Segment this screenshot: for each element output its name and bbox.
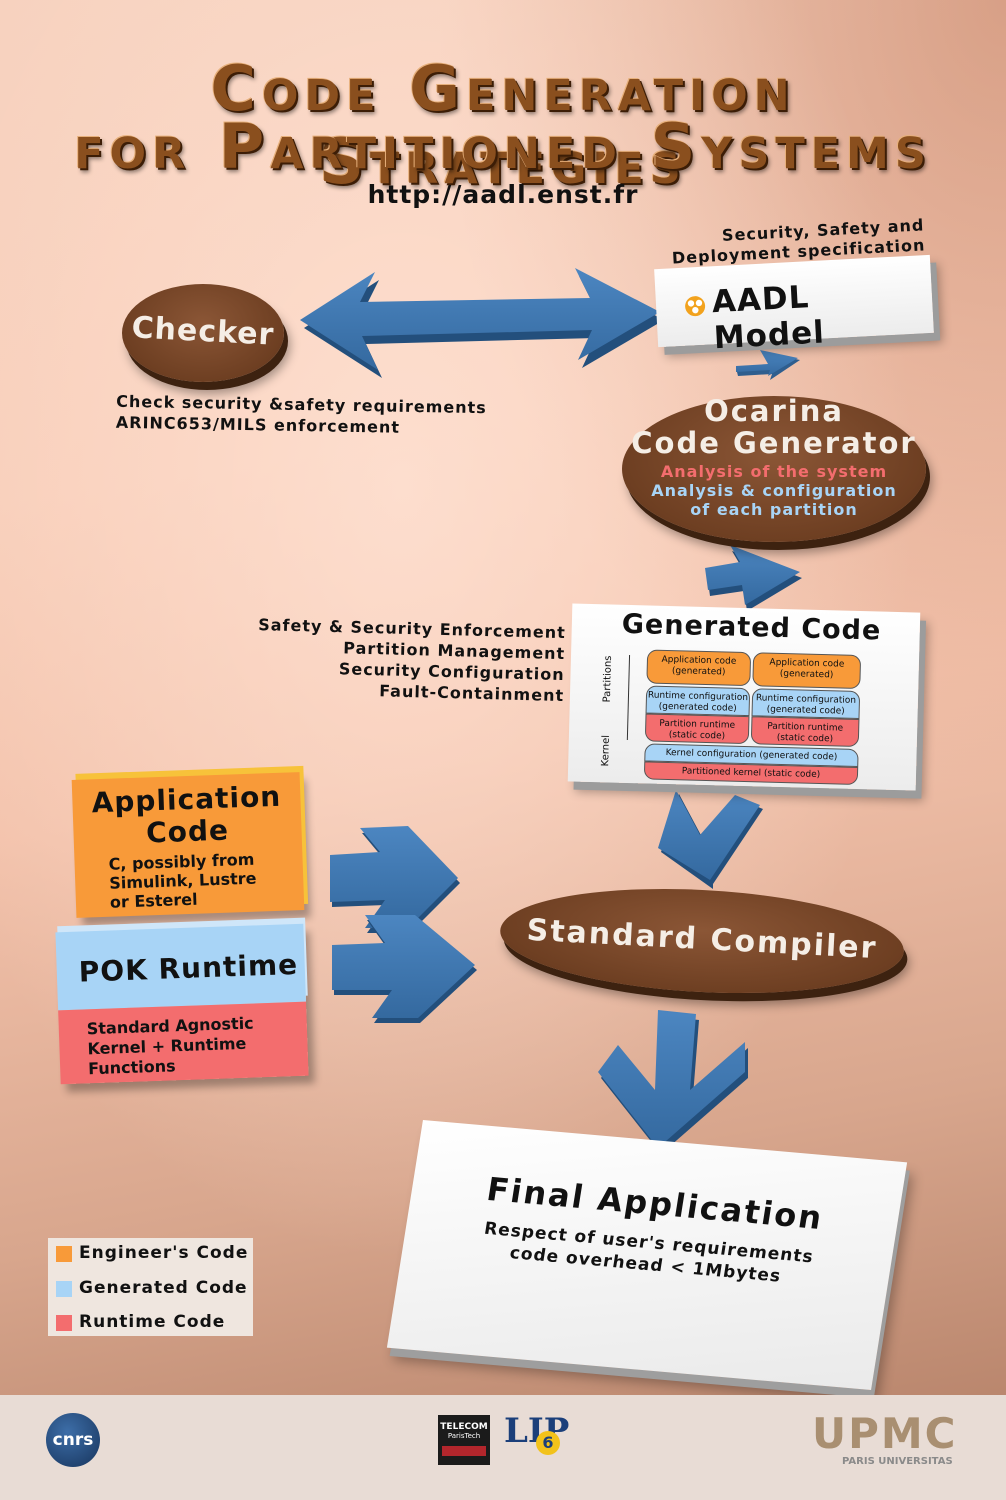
partitions-bracket — [614, 654, 631, 740]
ocarina-title-1: Ocarina — [704, 394, 844, 428]
title-line-1: Code Generation Strategies — [210, 52, 796, 198]
ocarina-analysis-partition-1: Analysis & configuration — [651, 481, 897, 500]
telecom-logo[interactable]: TELECOM ParisTech — [438, 1415, 490, 1465]
legend-engineer-code: Engineer's Code — [79, 1243, 249, 1263]
lip6-logo-number: 6 — [536, 1431, 560, 1455]
aadl-model-card[interactable]: AADL Model — [654, 254, 934, 356]
aadl-model-label: AADL Model — [711, 279, 826, 357]
checker-node[interactable]: Checker — [122, 284, 284, 382]
pok-runtime-title: POK Runtime — [78, 947, 299, 989]
arrow-down-icon-1 — [705, 545, 802, 611]
kernel-label: Kernel — [600, 734, 612, 767]
flow-arrows — [300, 268, 802, 1154]
partition-runtime-box-2: Partition runtime (static code) — [750, 716, 860, 748]
arrow-right-icon-2 — [332, 915, 477, 1023]
app-code-box-1: Application code (generated) — [646, 649, 752, 687]
upmc-logo[interactable]: UPMC PARIS UNIVERSITAS — [812, 1409, 962, 1479]
ocarina-analysis-system: Analysis of the system — [660, 462, 888, 481]
legend-swatch-runtime — [56, 1315, 72, 1331]
final-application-card[interactable]: Final Application Respect of user's requ… — [386, 1119, 908, 1391]
ocarina-node[interactable]: Ocarina Code Generator Analysis of the s… — [622, 394, 926, 542]
application-code-block[interactable]: Application Code C, possibly from Simuli… — [71, 772, 305, 918]
generated-side-labels: Safety & Security Enforcement Partition … — [249, 614, 566, 706]
legend-runtime-code: Runtime Code — [79, 1312, 226, 1332]
cnrs-logo[interactable]: cnrs — [46, 1413, 100, 1467]
telecom-logo-bar — [442, 1446, 486, 1456]
legend-swatch-generated — [56, 1281, 72, 1297]
pok-runtime-desc: Standard Agnostic Kernel + Runtime Funct… — [86, 1012, 308, 1080]
legend-generated-code: Generated Code — [79, 1278, 248, 1298]
aadl-logo-icon — [684, 295, 707, 318]
partition-runtime-box-1: Partition runtime (static code) — [644, 713, 750, 745]
legend — [48, 1238, 253, 1336]
generated-code-title: Generated Code — [621, 608, 882, 647]
pok-runtime-block[interactable]: POK Runtime Standard Agnostic Kernel + R… — [55, 923, 309, 1085]
partitions-label: Partitions — [601, 655, 615, 703]
checker-caption: Check security &safety requirements ARIN… — [116, 391, 487, 439]
ocarina-analysis-partition-2: of each partition — [690, 500, 858, 519]
ocarina-title-2: Code Generator — [631, 426, 917, 460]
upmc-logo-subtext: PARIS UNIVERSITAS — [842, 1456, 953, 1467]
title-line-2: for Partitioned Systems — [74, 110, 932, 183]
generated-code-card[interactable]: Generated Code Partitions Kernel Applica… — [567, 603, 921, 791]
project-url[interactable]: http://aadl.enst.fr — [367, 180, 639, 209]
application-code-title: Application Code — [72, 780, 302, 852]
double-arrow-icon — [300, 268, 664, 378]
app-code-box-2: Application code (generated) — [752, 652, 862, 690]
arrow-down-icon-3 — [598, 1010, 748, 1154]
standard-compiler-label: Standard Compiler — [525, 912, 879, 967]
pok-runtime-body: Standard Agnostic Kernel + Runtime Funct… — [58, 1001, 309, 1085]
telecom-logo-subtext: ParisTech — [447, 1432, 481, 1440]
runtime-conf-box-1: Runtime configuration (generated code) — [645, 685, 751, 717]
upmc-logo-text: UPMC — [812, 1409, 958, 1458]
runtime-conf-box-2: Runtime configuration (generated code) — [751, 688, 861, 720]
arrow-down-small-icon — [736, 350, 800, 380]
application-code-desc: C, possibly from Simulink, Lustre or Est… — [108, 848, 304, 912]
telecom-logo-text: TELECOM — [440, 1422, 488, 1432]
arrow-down-icon-2 — [658, 790, 763, 889]
arrow-right-icon-1 — [330, 826, 460, 933]
pok-runtime-header: POK Runtime — [55, 923, 306, 1011]
checker-label: Checker — [130, 310, 276, 353]
legend-swatch-engineer — [56, 1246, 72, 1262]
